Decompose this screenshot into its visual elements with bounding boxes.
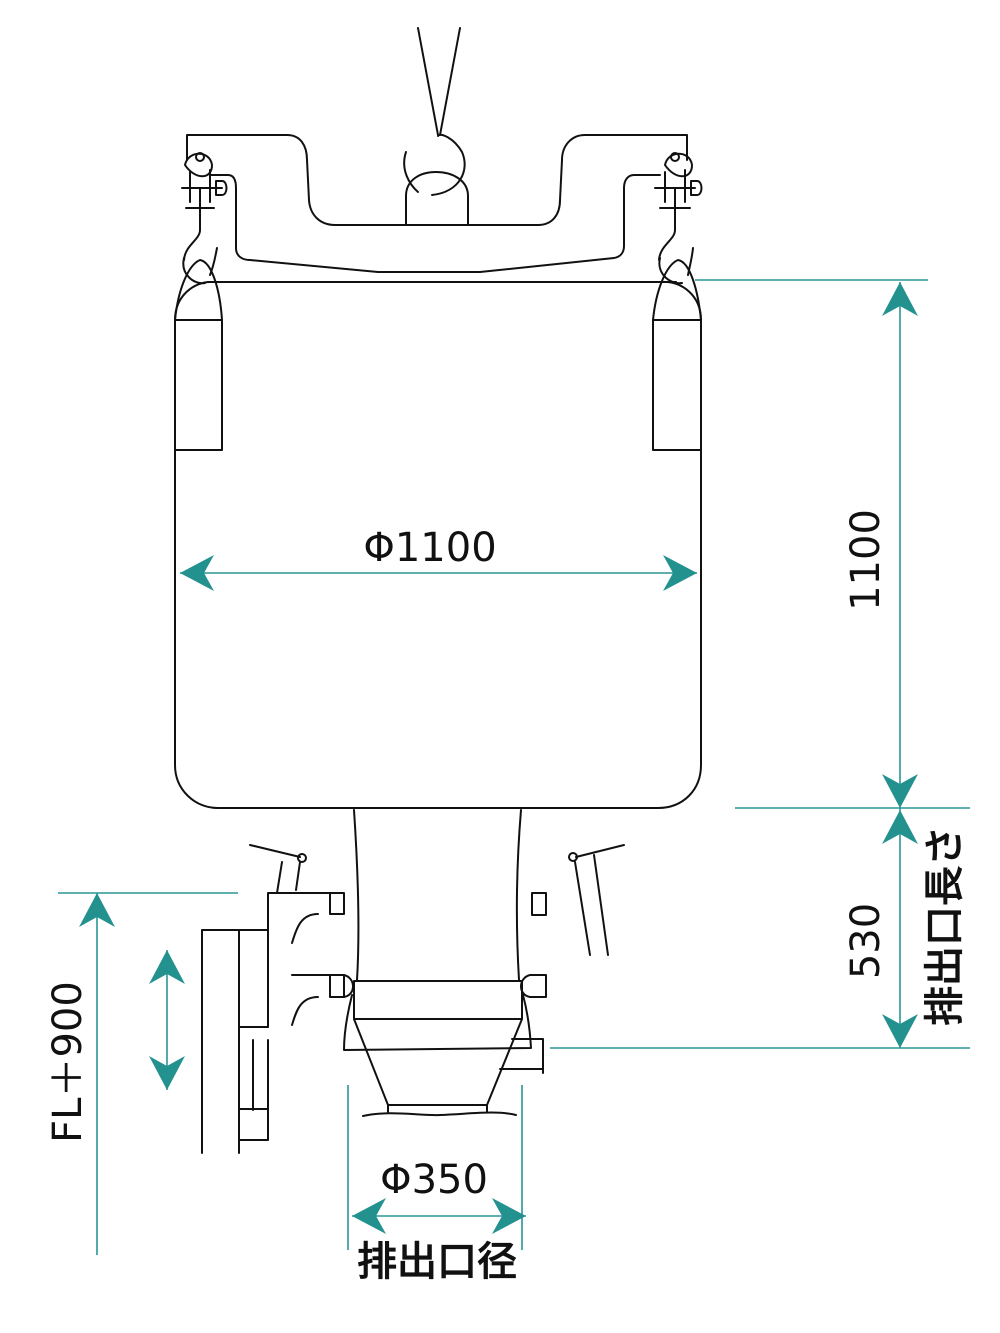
arrow-up	[79, 893, 115, 927]
bag-height-label: 1100	[843, 509, 889, 611]
spout-length-value: 530	[843, 902, 889, 980]
arrow-right	[492, 1198, 526, 1234]
bag-diameter-label: Φ1100	[363, 525, 497, 571]
bulk-bag	[174, 259, 702, 809]
arrow-up	[149, 950, 185, 984]
arrow-up	[882, 282, 918, 316]
floor-level-label: FL＋900	[45, 981, 91, 1143]
dimension-lines	[58, 279, 970, 1255]
arrow-left	[352, 1198, 386, 1234]
arrow-left	[180, 555, 214, 591]
arrow-down	[882, 1014, 918, 1048]
spout-diameter-value: Φ350	[380, 1157, 488, 1203]
arrow-down	[882, 774, 918, 808]
discharge-stand	[201, 844, 625, 1154]
spout-diameter-caption: 排出口径	[357, 1239, 517, 1285]
arrow-down	[149, 1056, 185, 1090]
arrow-right	[663, 555, 697, 591]
lifting-frame	[181, 134, 703, 285]
spout-length-caption: 排出口長さ	[922, 826, 968, 1026]
arrow-up	[882, 810, 918, 844]
discharge-spout	[343, 809, 544, 1117]
hoist-hook	[403, 27, 469, 226]
